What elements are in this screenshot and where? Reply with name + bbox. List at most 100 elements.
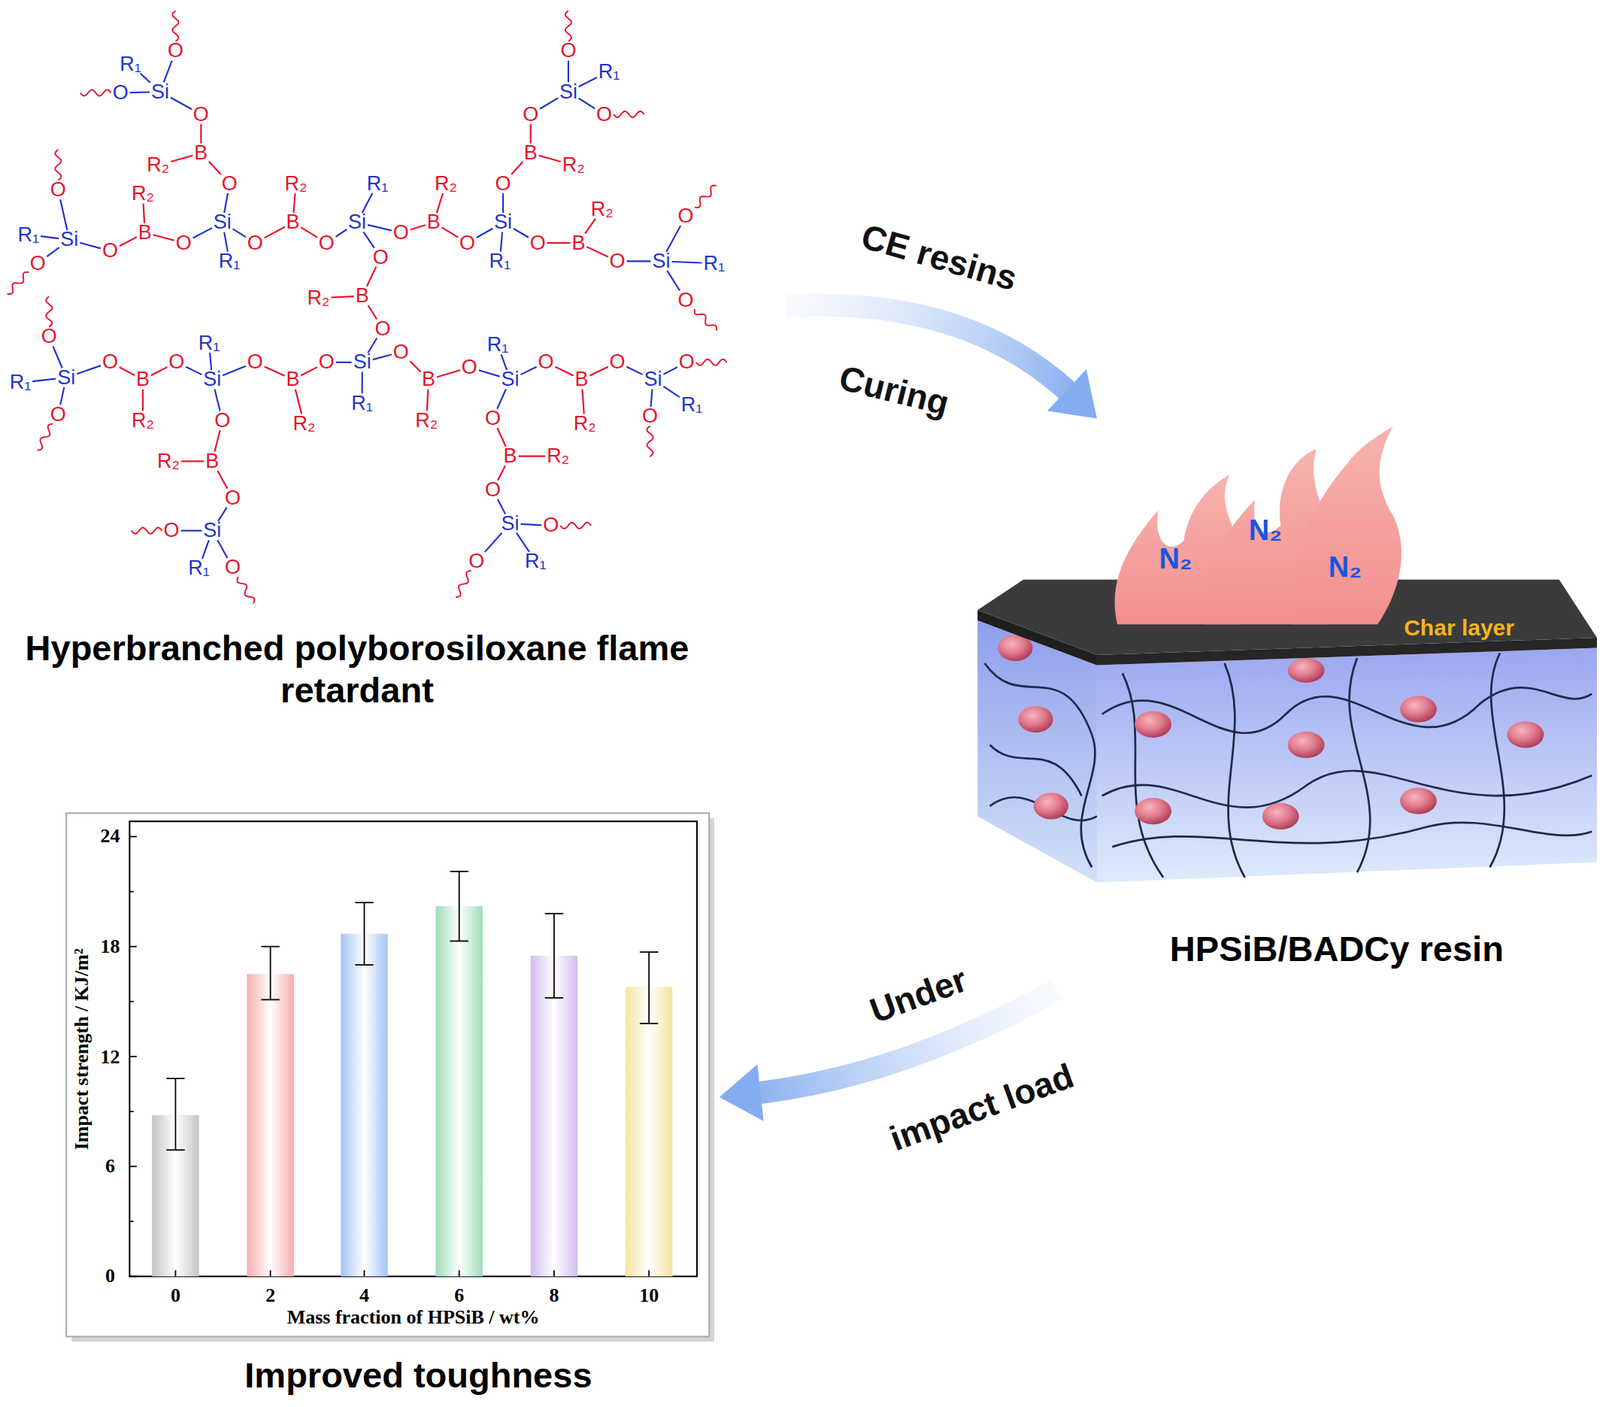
figure-panel: Hyperbranched polyborosiloxane flame ret…: [5, 5, 786, 720]
bond-line: [516, 533, 530, 552]
bond-line: [367, 224, 392, 231]
bar: [340, 933, 388, 1277]
error-bar: [458, 871, 461, 942]
atom-symbol: O: [393, 222, 410, 243]
bond-line: [666, 270, 680, 291]
error-cap: [260, 998, 279, 1000]
bond-line: [497, 465, 506, 481]
bond-line: [547, 242, 571, 244]
wavy-bond: [54, 149, 61, 181]
annotation-text: Curing: [835, 358, 953, 423]
atom-symbol: B: [427, 212, 441, 233]
bond-line: [293, 193, 296, 213]
bond-line: [119, 366, 135, 376]
atom-symbol: O: [41, 326, 58, 347]
bond-line: [476, 228, 493, 238]
atom-symbol: R₂: [292, 413, 316, 434]
axis-text: Impact strength / KJ/m²: [70, 948, 93, 1150]
atom-symbol: O: [224, 557, 241, 578]
error-cap: [450, 870, 469, 873]
bond-line: [663, 366, 678, 375]
wavy-bond: [646, 425, 653, 457]
bond-line: [362, 193, 373, 213]
bond-line: [181, 460, 204, 462]
axis-text: 24: [100, 825, 121, 848]
x-tick: [269, 1269, 272, 1276]
atom-symbol: O: [175, 233, 192, 254]
chemical-structure: [7, 10, 728, 604]
atom-symbol: Si: [348, 212, 367, 233]
bond-line: [264, 227, 285, 239]
bar: [625, 986, 673, 1276]
error-bar: [363, 902, 366, 965]
annotation-text: Under: [864, 960, 972, 1031]
atom-symbol: Si: [559, 81, 578, 103]
atom-symbol: R₁: [198, 333, 221, 354]
axis-text: 8: [548, 1284, 559, 1307]
bond-line: [484, 533, 503, 553]
atom-symbol: O: [484, 479, 501, 500]
atom-symbol: O: [609, 251, 626, 272]
atom-symbol: R₁: [351, 393, 373, 414]
atom-symbol: O: [372, 247, 389, 268]
atom-symbol: R₂: [434, 173, 458, 194]
y-tick: [129, 836, 137, 838]
bond-line: [367, 338, 377, 354]
error-cap: [450, 940, 469, 943]
atom-symbol: O: [221, 173, 238, 194]
bond-line: [363, 231, 374, 248]
atom-symbol: R₂: [146, 154, 170, 176]
bond-line: [442, 227, 459, 237]
atom-symbol: Si: [651, 251, 670, 272]
atom-symbol: O: [112, 82, 129, 104]
bond-line: [300, 366, 318, 376]
bond-line: [153, 234, 175, 240]
atom-symbol: O: [102, 351, 119, 373]
atom-symbol: O: [459, 233, 476, 254]
atom-symbol: B: [355, 285, 370, 307]
atom-symbol: O: [468, 551, 485, 572]
bond-line: [478, 369, 500, 376]
bond-line: [209, 161, 222, 175]
atom-symbol: O: [678, 351, 695, 373]
atom-symbol: R₁: [218, 251, 241, 272]
bond-line: [163, 60, 173, 83]
atom-symbol: O: [560, 40, 576, 61]
error-cap: [545, 912, 564, 915]
bar: [530, 955, 578, 1276]
bond-line: [264, 366, 285, 376]
atom-symbol: B: [503, 445, 518, 467]
atom-symbol: Si: [203, 520, 222, 541]
chart-panel: [66, 812, 710, 1337]
x-tick: [553, 1269, 555, 1276]
bond-line: [119, 236, 137, 246]
atom-symbol: O: [247, 351, 264, 373]
error-cap: [166, 1077, 185, 1079]
bond-line: [436, 369, 461, 377]
bond-line: [193, 227, 213, 238]
bond-line: [518, 455, 546, 458]
wavy-bond: [131, 527, 163, 534]
atom-symbol: O: [596, 104, 613, 125]
bond-line: [554, 366, 573, 376]
bond-line: [336, 361, 352, 364]
atom-symbol: B: [421, 369, 436, 390]
y-tick: [129, 1165, 137, 1167]
wavy-bond: [696, 359, 728, 366]
atom-symbol: B: [575, 369, 589, 390]
atom-symbol: R₂: [131, 410, 155, 431]
bond-line: [60, 199, 67, 231]
axis-text: 18: [100, 936, 121, 958]
atom-symbol: O: [522, 104, 539, 125]
atom-symbol: Si: [151, 81, 170, 103]
atom-symbol: O: [50, 179, 67, 200]
atom-symbol: Si: [493, 212, 513, 233]
wavy-bond: [172, 10, 179, 42]
caption: HPSiB/BADCy resin: [1030, 927, 1600, 970]
bond-line: [200, 124, 202, 144]
atom-symbol: R₁: [9, 372, 32, 393]
block-left-face: [977, 620, 1097, 883]
bond-line: [46, 247, 59, 257]
wavy-bond: [37, 424, 53, 451]
